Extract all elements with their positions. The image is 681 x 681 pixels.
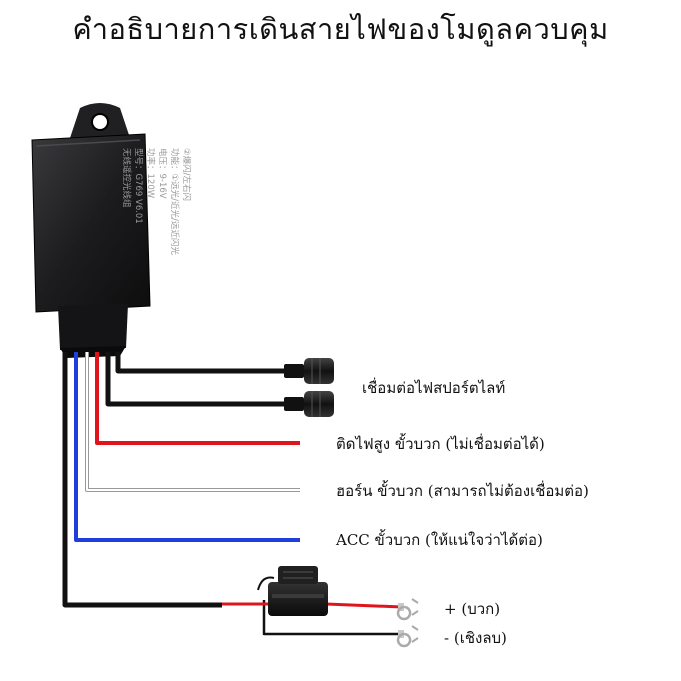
module-label-line: 无线遥控光线组: [121, 148, 132, 208]
mount-hole: [91, 113, 109, 131]
ground-lead: [262, 600, 402, 636]
negative-terminal: [396, 625, 419, 648]
fuse-holder: [257, 566, 328, 616]
positive-terminal: [396, 598, 419, 621]
high-beam-wire: [95, 352, 300, 445]
label-horn: ฮอร์น ขั้วบวก (สามารถไม่ต้องเชื่อมต่อ): [336, 482, 589, 500]
horn-wire-core: [86, 352, 300, 491]
spotlight-wire-1: [115, 352, 290, 374]
page-title: คำอธิบายการเดินสายไฟของโมดูลควบคุม: [72, 12, 609, 46]
module-label-line: 型号：G769 V6.01: [133, 148, 143, 224]
module-label-line: 功能：①远光/近光/远近闪光: [169, 148, 180, 255]
acc-wire: [74, 352, 300, 542]
spotlight-wire-2: [105, 352, 290, 407]
spotlight-connector-2: [284, 391, 334, 417]
positive-lead-2: [325, 602, 403, 609]
ground-wire: [62, 352, 222, 608]
module-label-line: 电压：9-16V: [157, 148, 168, 199]
module-label-line: ②爆闪/左右闪: [181, 148, 192, 201]
label-high-beam: ติดไฟสูง ขั้วบวก (ไม่เชื่อมต่อได้): [336, 435, 545, 453]
module-label-line: 功率：120W: [145, 148, 156, 199]
label-acc: ACC ขั้วบวก (ให้แน่ใจว่าได้ต่อ): [336, 531, 543, 549]
spotlight-connector-1: [284, 358, 334, 384]
label-positive: + (บวก): [444, 600, 501, 618]
label-negative: - (เชิงลบ): [444, 629, 507, 647]
label-spotlight: เชื่อมต่อไฟสปอร์ตไลท์: [362, 379, 506, 397]
